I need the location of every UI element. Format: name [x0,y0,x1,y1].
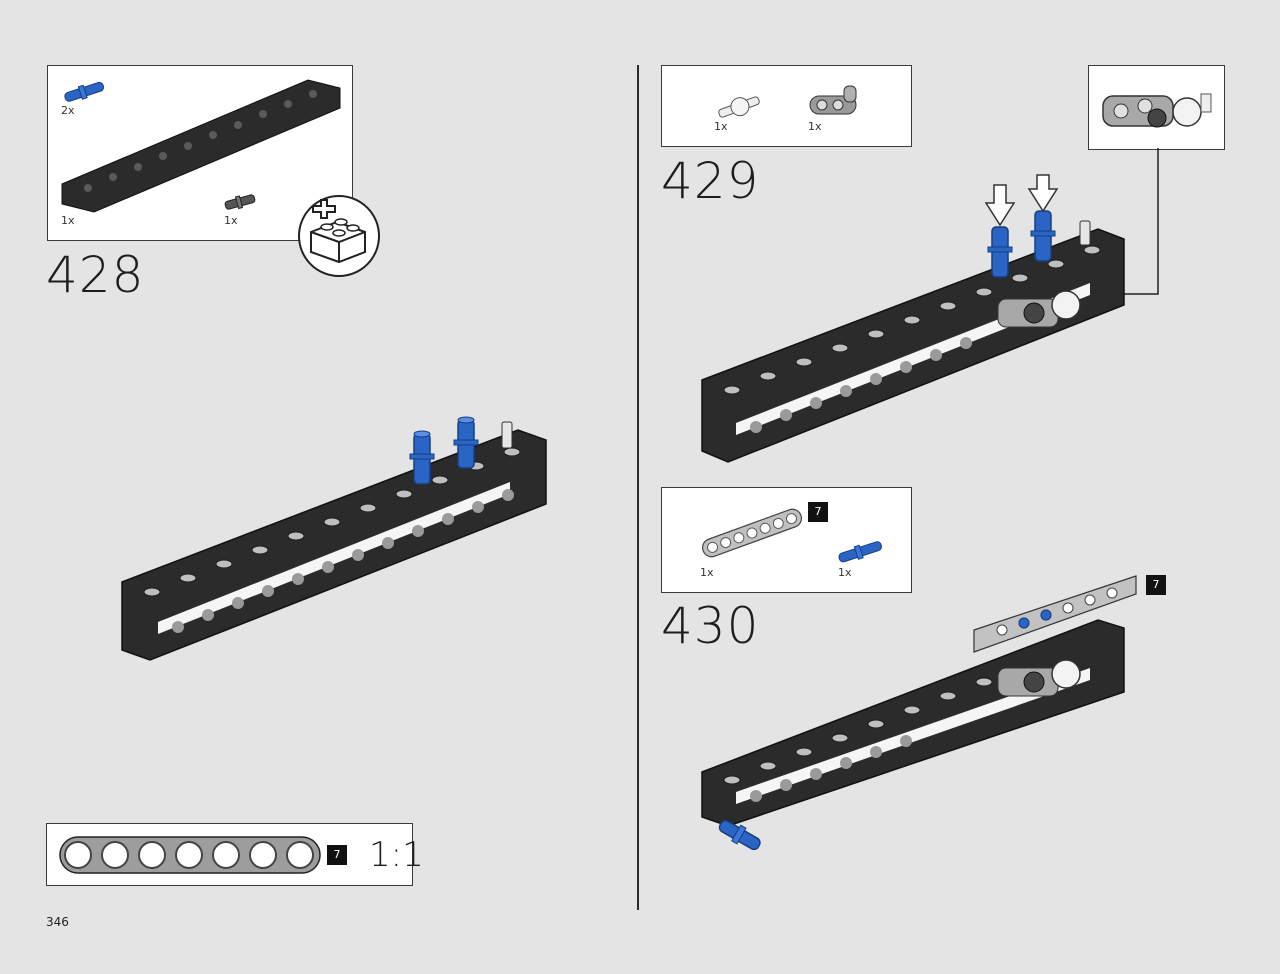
blue-axle-pin-icon [64,81,105,102]
step-number: 428 [46,246,145,304]
step-430-assembly [701,575,1137,851]
gray-beam-icon [701,508,803,558]
scale-label: 1:1 [369,835,424,875]
step-number: 429 [661,152,760,210]
new-brick-icon [298,195,380,277]
beam-length-badge: 7 [327,845,347,865]
part-qty: 2x [61,104,75,117]
step-number: 430 [661,597,760,655]
part-qty: 1x [808,120,822,133]
part-qty: 1x [838,566,852,579]
step-428-assembly [121,416,547,661]
model-beam-length-badge: 7 [1146,575,1166,595]
part-qty: 1x [700,566,714,579]
part-qty: 1x [61,214,75,227]
gray-beam-icon [59,836,321,874]
beam-length-badge: 7 [808,502,828,522]
step-429-parts-callout: 1x 1x [661,65,912,147]
blue-axle-pin-icon [838,541,882,563]
part-qty: 1x [224,214,238,227]
step-429-assembly [701,174,1125,463]
gray-connector-icon [809,85,857,115]
step-428-parts-callout: 2x 1x 1x [47,65,353,241]
black-frame-icon [61,79,341,213]
connector-with-ball-icon [1102,93,1212,128]
insert-arrow-icon [984,174,1059,227]
small-pin-icon [224,194,256,210]
step-430-parts-callout: 7 1x 1x [661,487,912,593]
scale-guide: 7 1:1 [46,823,424,886]
part-qty: 1x [714,120,728,133]
sub-assembly-callout [1088,65,1225,150]
page-divider [637,65,639,910]
ball-joint-icon [718,96,760,118]
page-number: 346 [46,915,69,929]
